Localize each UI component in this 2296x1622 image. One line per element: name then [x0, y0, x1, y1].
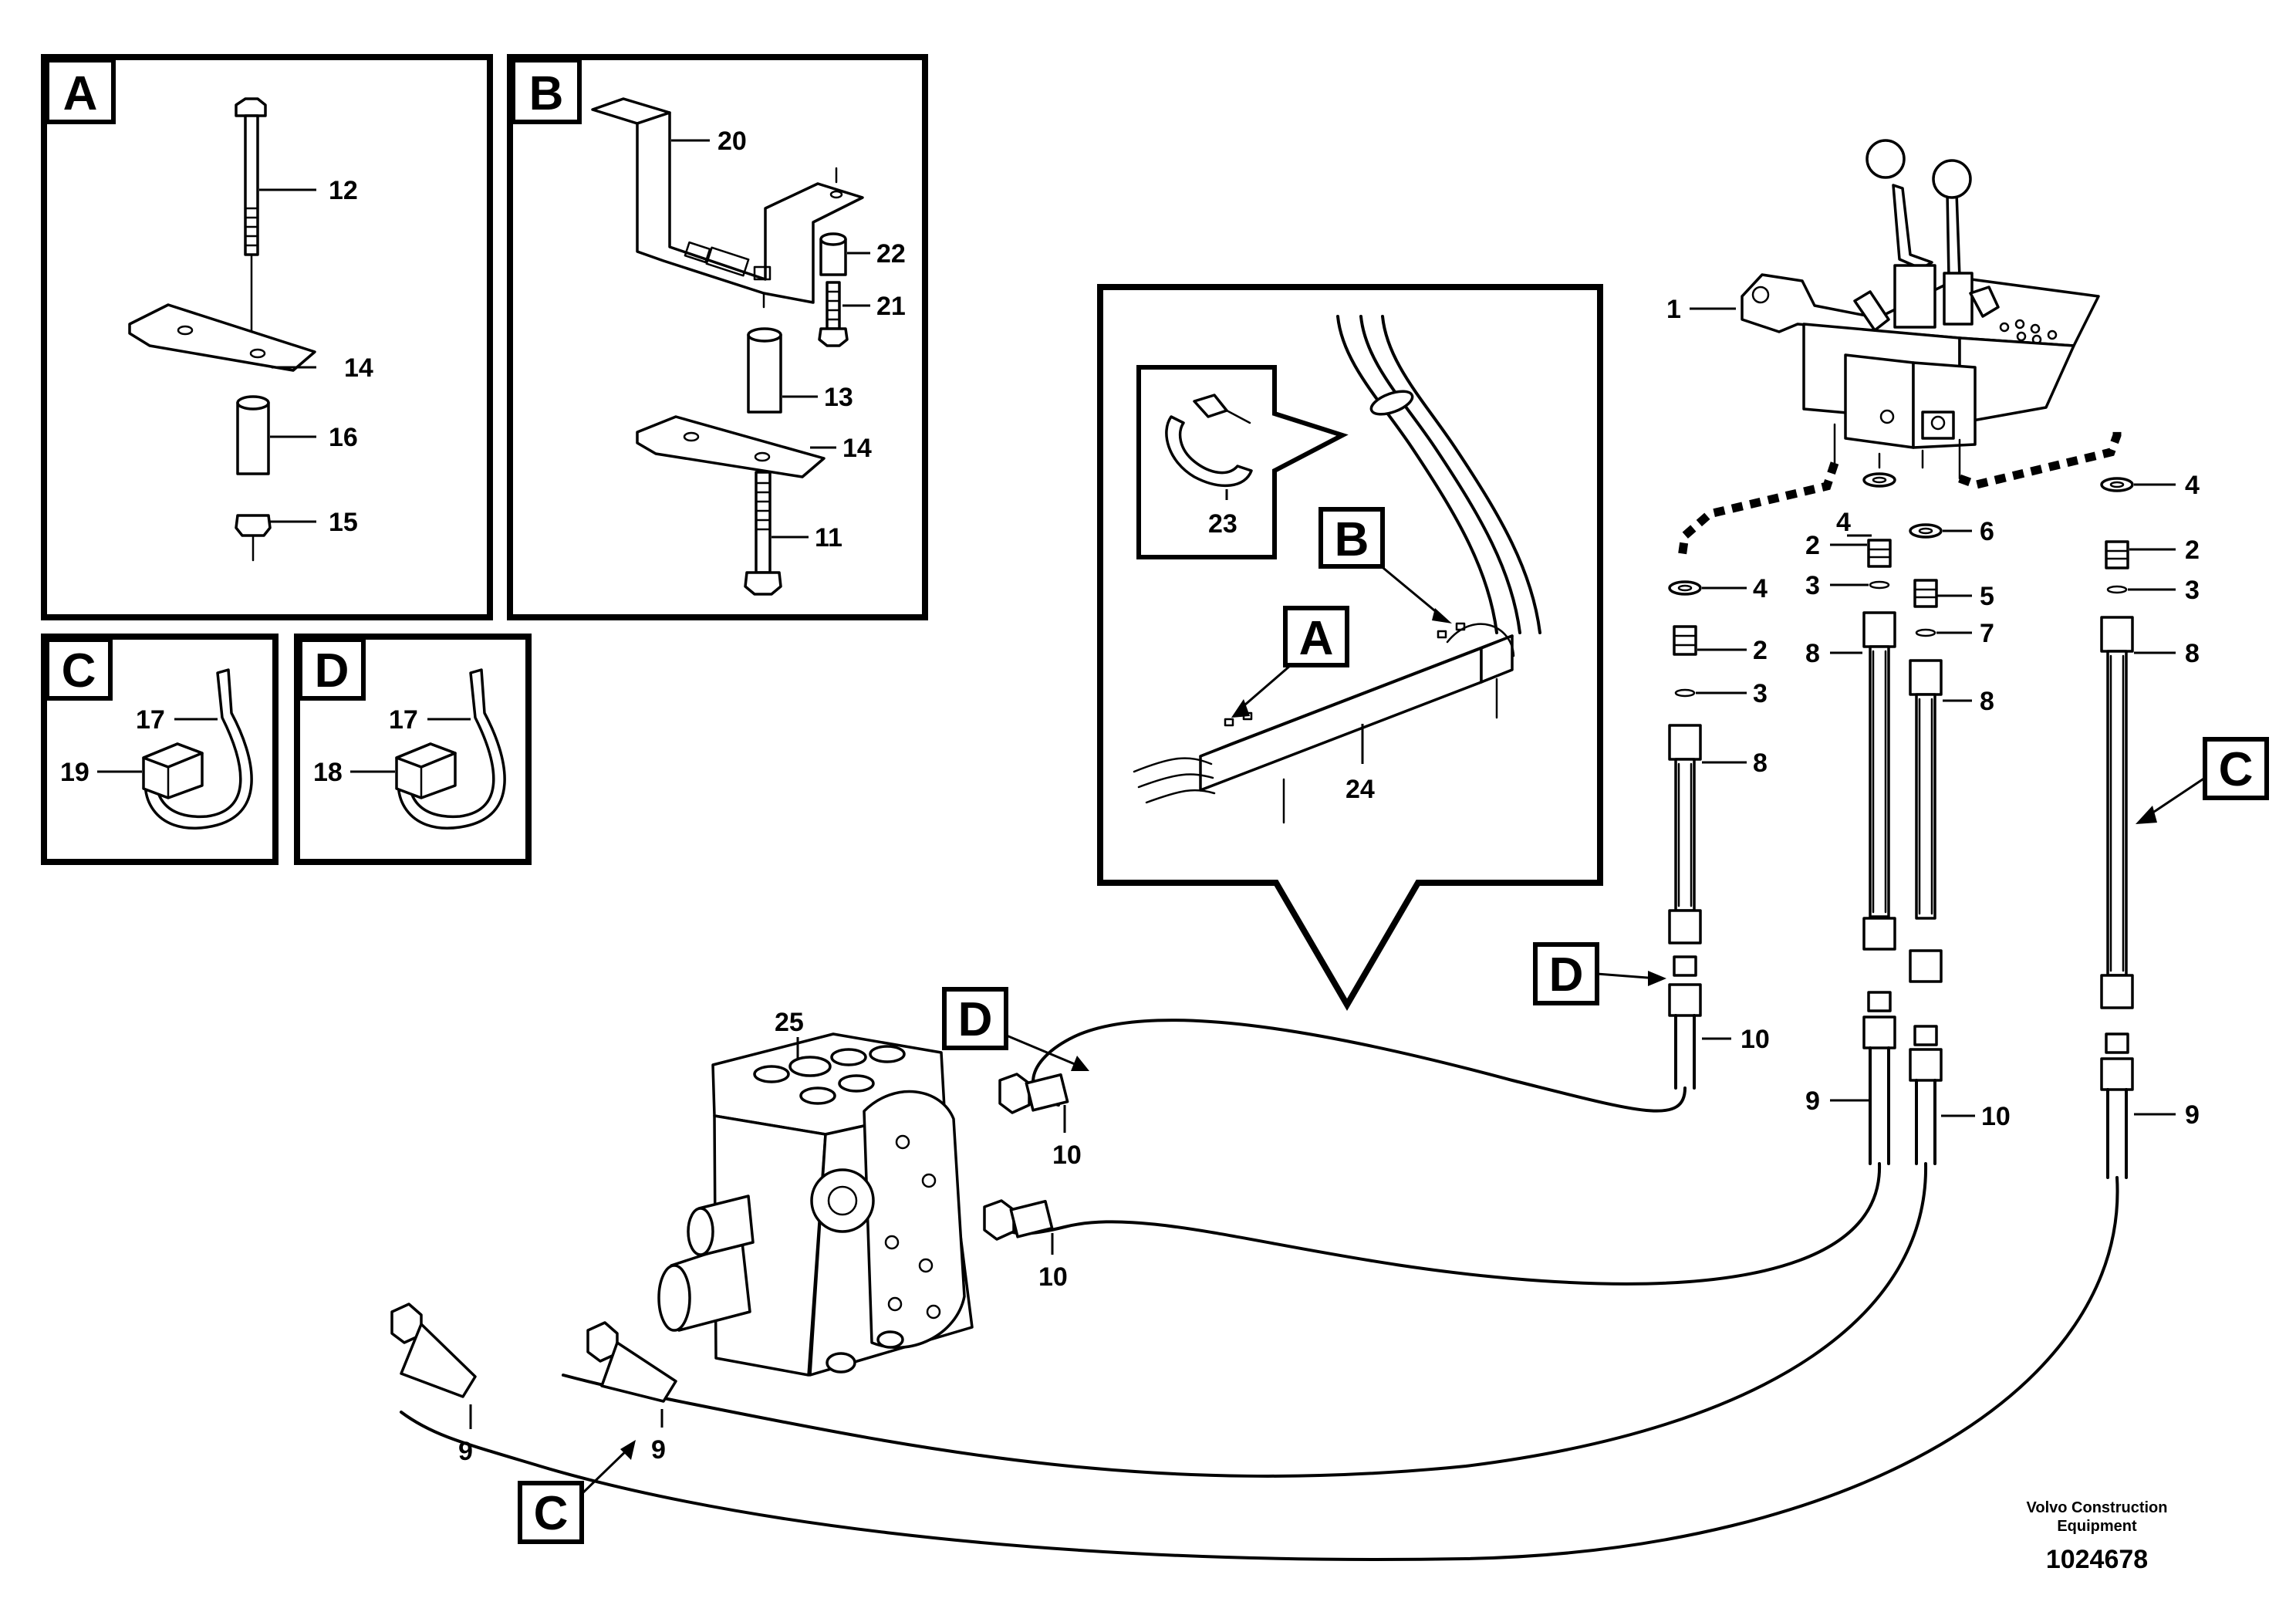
- control-lever-unit: 1: [1666, 139, 2100, 480]
- label-8: 8: [1805, 639, 1820, 668]
- label-24: 24: [1346, 775, 1375, 804]
- screw-icon: [818, 281, 849, 347]
- tag-d-left: D: [942, 987, 1089, 1071]
- spacer-icon: [819, 232, 847, 276]
- label-2: 2: [1805, 531, 1820, 560]
- hose-assembly-right: 4 2 3 8 9: [2100, 471, 2200, 1179]
- callout-bubble: 23 B A 24: [1097, 284, 1603, 1011]
- label-d-18: 18: [313, 758, 343, 787]
- document-number: 1024678: [2046, 1545, 2148, 1574]
- footer-credit: Volvo Construction Equipment 1024678: [2027, 1499, 2168, 1574]
- plate-icon: [636, 415, 826, 478]
- cable-tie-icon: [142, 668, 253, 830]
- bolt-icon: [744, 471, 782, 596]
- routing-tag-d: D: [1549, 948, 1584, 1002]
- panel-c-letter: C: [62, 644, 96, 698]
- label-7: 7: [1980, 619, 1994, 648]
- hose-end-fitting: 10: [998, 1073, 1082, 1170]
- label-10: 10: [1981, 1102, 2011, 1131]
- label-5: 5: [1980, 582, 1994, 611]
- hose-lines: [400, 1019, 2119, 1561]
- label-10: 10: [1741, 1025, 1770, 1054]
- label-2: 2: [1753, 636, 1768, 665]
- detail-panel-d: D 17 18: [294, 634, 532, 865]
- hose-assembly-left: 4 2 3 8 10: [1668, 574, 1770, 1090]
- detail-panel-a: A 12 14 16 15: [41, 54, 493, 620]
- control-valve: 25: [657, 1008, 974, 1377]
- label-b-14: 14: [842, 434, 872, 463]
- label-1: 1: [1666, 295, 1681, 324]
- tag-c-right: C: [2136, 737, 2269, 824]
- credit-line-2: Equipment: [2057, 1518, 2137, 1535]
- nut-icon: [235, 514, 272, 562]
- label-8: 8: [2185, 639, 2200, 668]
- label-25: 25: [775, 1008, 804, 1037]
- hose-end-fitting: 9: [586, 1321, 677, 1465]
- label-3: 3: [2185, 576, 2200, 605]
- label-b-21: 21: [876, 292, 906, 321]
- label-a-15: 15: [329, 508, 358, 537]
- spacer-icon: [236, 395, 270, 475]
- label-c-17: 17: [136, 705, 165, 735]
- hose-end-fitting: 10: [983, 1199, 1068, 1292]
- label-4: 4: [1753, 574, 1768, 603]
- spacer-icon: [747, 327, 782, 414]
- routing-tag-c: C: [2219, 743, 2254, 796]
- callout-letter-b: B: [1335, 513, 1369, 566]
- label-a-16: 16: [329, 423, 358, 452]
- label-10: 10: [1038, 1262, 1068, 1292]
- label-9: 9: [2185, 1100, 2200, 1130]
- label-b-13: 13: [824, 383, 853, 412]
- dashed-pilot-line: [1958, 427, 2122, 489]
- detail-panel-b: B: [507, 54, 928, 620]
- tag-d-right: D: [1533, 942, 1666, 1005]
- detail-panel-c: C 17 19: [41, 634, 279, 865]
- hose-assembly-center-right: 6 5 7 8 10: [1909, 517, 2011, 1165]
- label-9: 9: [1805, 1086, 1820, 1116]
- routing-tag-d: D: [958, 993, 993, 1046]
- panel-b-letter: B: [529, 67, 564, 120]
- label-6: 6: [1980, 517, 1994, 546]
- label-10: 10: [1052, 1140, 1082, 1170]
- label-4: 4: [2185, 471, 2200, 500]
- label-b-22: 22: [876, 239, 906, 269]
- label-23: 23: [1208, 509, 1237, 539]
- label-3: 3: [1753, 679, 1768, 708]
- label-8: 8: [1753, 748, 1768, 778]
- routing-tag-c: C: [534, 1487, 569, 1540]
- label-4: 4: [1836, 508, 1851, 537]
- label-a-12: 12: [329, 176, 358, 205]
- label-9: 9: [458, 1437, 473, 1466]
- label-3: 3: [1805, 571, 1820, 600]
- panel-d-letter: D: [315, 644, 349, 698]
- credit-line-1: Volvo Construction: [2027, 1499, 2168, 1516]
- hose-end-fitting: 9: [390, 1303, 477, 1466]
- label-9: 9: [651, 1435, 666, 1465]
- panel-a-letter: A: [63, 67, 98, 120]
- cable-tie-icon: [395, 668, 506, 830]
- hose-assembly-center-left: 4 2 3 8 9: [1805, 472, 1896, 1165]
- callout-letter-a: A: [1299, 612, 1334, 665]
- tag-c-left: C: [518, 1440, 636, 1544]
- clip-icon: [1165, 394, 1253, 488]
- label-a-14: 14: [344, 353, 373, 383]
- label-8: 8: [1980, 687, 1994, 716]
- plate-icon: [128, 303, 316, 372]
- bolt-icon: [235, 97, 267, 353]
- rail-icon: [1133, 622, 1515, 824]
- label-c-19: 19: [60, 758, 89, 787]
- label-b-20: 20: [718, 127, 747, 156]
- label-2: 2: [2185, 536, 2200, 565]
- label-d-17: 17: [389, 705, 418, 735]
- label-b-11: 11: [815, 523, 842, 552]
- bracket-icon: [591, 97, 864, 309]
